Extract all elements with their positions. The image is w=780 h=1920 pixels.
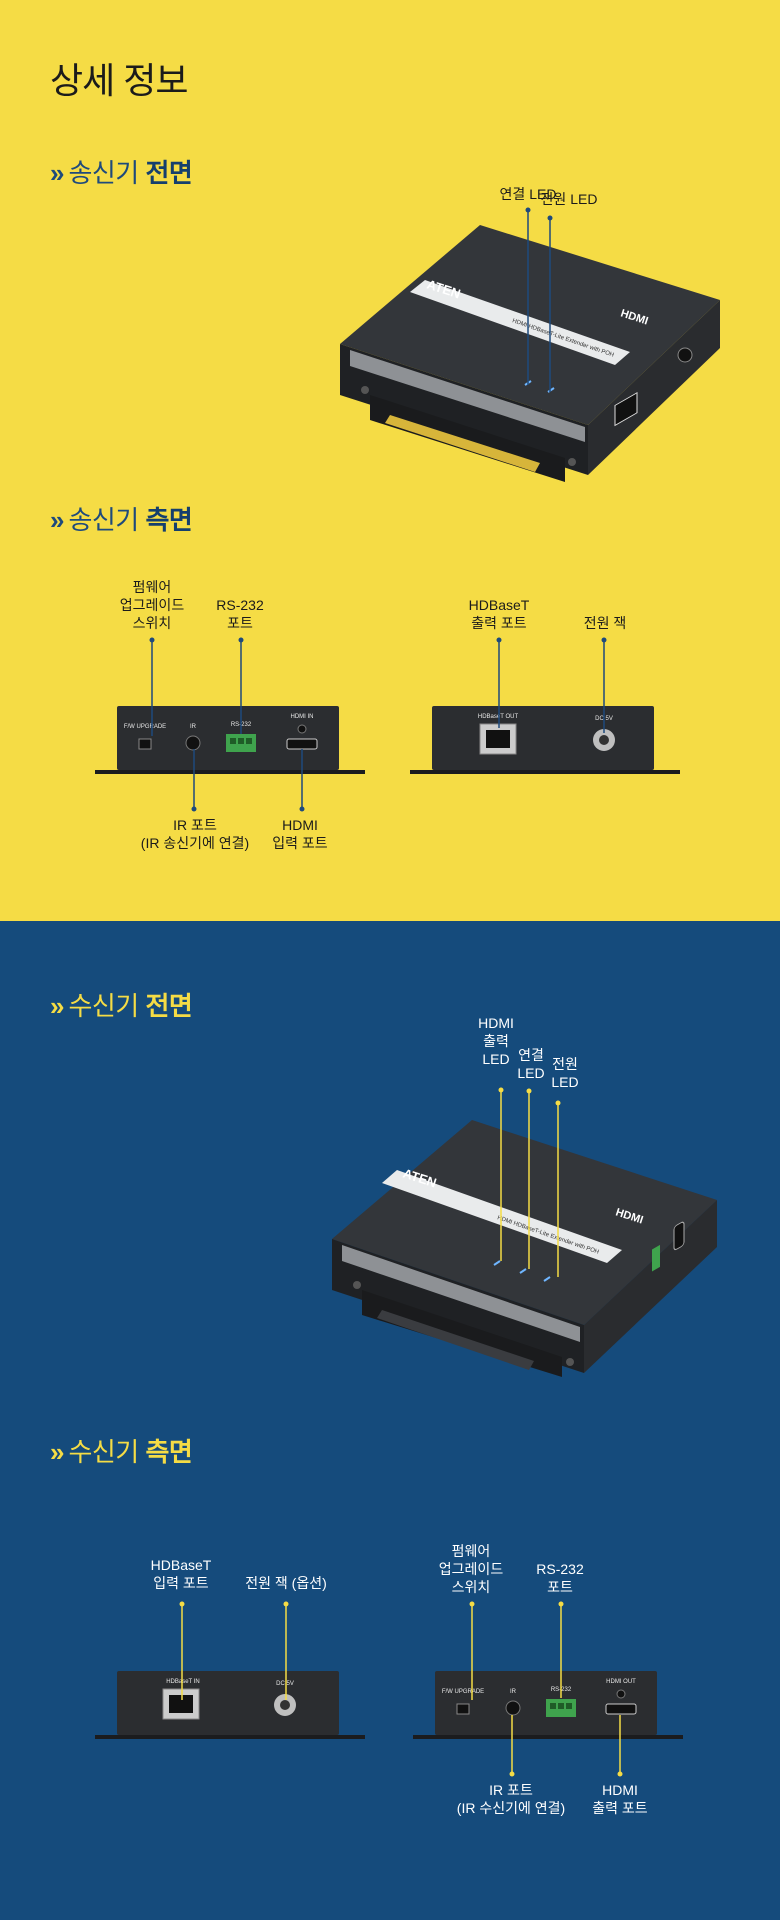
page-title: 상세 정보 — [50, 60, 188, 101]
section-title-rx-side: »수신기 측면 — [50, 1437, 193, 1467]
label-tx-power-jack: 전원 잭 — [583, 615, 627, 631]
tx-port-ir-text: IR — [190, 724, 197, 730]
label-tx-link-led: 연결 LED — [499, 186, 557, 202]
receiver-panel — [0, 921, 780, 1920]
rx-front-leaders — [498, 1087, 561, 1277]
rx-port-ir-text: IR — [510, 1689, 517, 1695]
label-rx-hdbaset-in: HDBaseT 입력 포트 — [150, 1557, 212, 1591]
section-title-tx-side: »송신기 측면 — [50, 505, 193, 535]
label-tx-hdmi-in: HDMI 입력 포트 — [272, 817, 328, 851]
rx-side-device-network: HDBaseT IN DC 5V — [95, 1671, 365, 1739]
label-rx-rs232: RS-232 포트 — [536, 1561, 584, 1595]
tx-front-device: ATEN HDMI HDMI HDBaseT-Lite Extender wit… — [340, 225, 720, 482]
rx-port-fw-text: F/W UPGRADE — [442, 1689, 484, 1695]
label-tx-ir-port: IR 포트 (IR 송신기에 연결) — [140, 817, 250, 851]
label-tx-hdbaset-out: HDBaseT 출력 포트 — [468, 597, 530, 631]
label-tx-rs232: RS-232 포트 — [216, 597, 264, 631]
label-tx-power-led: 전원 LED — [540, 191, 598, 207]
rx-port-hdbaset-in-text: HDBaseT IN — [166, 1679, 200, 1685]
rx-port-dc-text: DC 5V — [276, 1681, 294, 1687]
tx-side-device-ports: F/W UPGRADE IR RS-232 HDMI IN — [95, 706, 365, 774]
label-rx-ir-port: IR 포트 (IR 수신기에 연결) — [456, 1782, 566, 1816]
label-rx-link-led: 연결 LED — [517, 1047, 545, 1081]
tx-front-leaders — [525, 207, 553, 392]
label-tx-fw-switch: 펌웨어 업그레이드 스위치 — [119, 579, 185, 631]
label-rx-hdmi-out-led: HDMI 출력 LED — [478, 1015, 514, 1067]
tx-port-hdmi-in-text: HDMI IN — [291, 714, 314, 720]
tx-side-device-network: HDBaseT OUT DC 5V — [410, 706, 680, 774]
tx-port-hdbaset-out-text: HDBaseT OUT — [478, 714, 519, 720]
label-rx-power-jack: 전원 잭 (옵션) — [245, 1575, 327, 1591]
label-rx-hdmi-out: HDMI 출력 포트 — [592, 1782, 648, 1816]
tx-port-fw-text: F/W UPGRADE — [124, 724, 166, 730]
section-title-rx-front: »수신기 전면 — [50, 991, 193, 1021]
rx-front-device: ATEN HDMI HDMI HDBaseT-Lite Extender wit… — [332, 1120, 717, 1377]
label-rx-power-led: 전원 LED — [551, 1056, 579, 1090]
rx-port-hdmi-out-text: HDMI OUT — [606, 1679, 636, 1685]
rx-side-device-ports: F/W UPGRADE IR RS-232 HDMI OUT — [413, 1671, 683, 1739]
tx-side-leaders — [149, 637, 607, 812]
section-title-tx-front: »송신기 전면 — [50, 158, 193, 188]
label-rx-fw-switch: 펌웨어 업그레이드 스위치 — [438, 1543, 504, 1595]
